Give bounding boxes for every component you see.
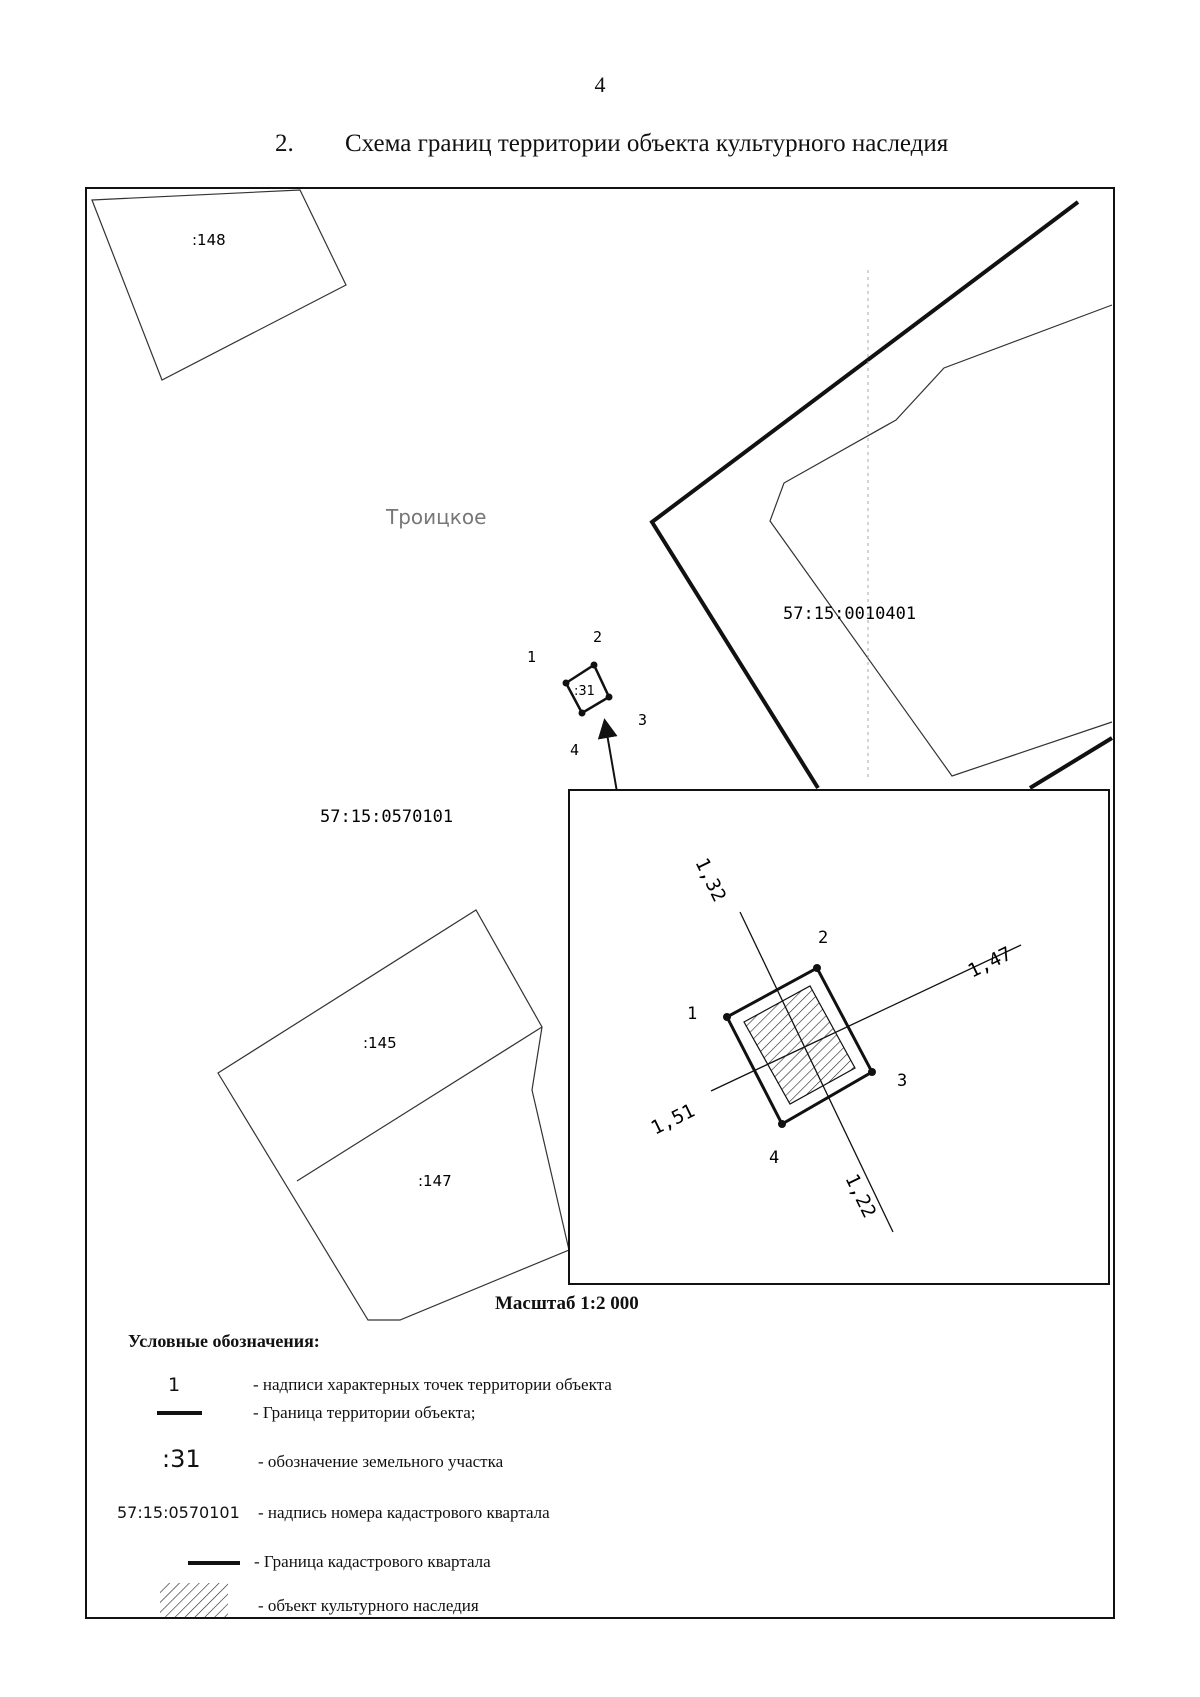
- parcel-148-label: :148: [192, 231, 226, 249]
- map-frame: [85, 187, 1115, 1619]
- legend-object-boundary-text: - Граница территории объекта;: [253, 1403, 476, 1422]
- inset-heritage-object: [743, 985, 856, 1105]
- inset-frame: [568, 789, 1110, 1285]
- inset-point-4-marker: [778, 1120, 786, 1128]
- point-1-label: 1: [527, 648, 536, 666]
- inset-point-1-label: 1: [687, 1004, 697, 1024]
- inset-point-1-marker: [723, 1013, 731, 1021]
- legend-parcel-symbol: :31: [162, 1445, 201, 1473]
- page-number: 4: [594, 72, 606, 97]
- legend-title: Условные обозначения:: [128, 1331, 320, 1351]
- quarter-boundary-lower: [1028, 736, 1114, 790]
- inset-point-2-marker: [813, 964, 821, 972]
- inset-point-3-marker: [868, 1068, 876, 1076]
- parcel-145-147-divider: [296, 1026, 543, 1182]
- object-31-label: :31: [574, 684, 595, 699]
- point-3-marker: [605, 693, 613, 701]
- inset-axis-b: [710, 944, 1022, 1092]
- point-2-marker: [590, 661, 598, 669]
- heading-number: 2.: [275, 130, 294, 157]
- map-scale: Масштаб 1:2 000: [495, 1293, 639, 1314]
- legend-point-text: - надписи характерных точек территории о…: [253, 1375, 612, 1394]
- inset-point-3-label: 3: [897, 1071, 907, 1091]
- parcel-148-boundary: [91, 189, 347, 381]
- legend-quarter-boundary-text: - Граница кадастрового квартала: [254, 1552, 491, 1571]
- parcel-145-147-boundary: [217, 909, 570, 1321]
- quarter-inner-boundary: [769, 304, 1113, 777]
- legend-point-symbol: 1: [168, 1374, 181, 1396]
- legend-heritage-symbol: [160, 1583, 228, 1618]
- inset-point-4-label: 4: [769, 1148, 779, 1168]
- legend-quarter-symbol: 57:15:0570101: [117, 1503, 240, 1522]
- quarter-label-main: 57:15:0570101: [320, 807, 453, 827]
- place-name: Троицкое: [385, 505, 486, 529]
- page-title: 2. Схема границ территории объекта культу…: [275, 130, 948, 158]
- legend-parcel-text: - обозначение земельного участка: [258, 1452, 504, 1471]
- inset-arrow: [597, 718, 618, 793]
- quarter-label-other: 57:15:0010401: [783, 604, 916, 624]
- point-2-label: 2: [593, 628, 602, 646]
- point-3-label: 3: [638, 711, 647, 729]
- point-1-marker: [562, 679, 570, 687]
- quarter-boundary: [649, 200, 1080, 790]
- legend-quarter-text: - надпись номера кадастрового квартала: [258, 1503, 550, 1522]
- parcel-147-label: :147: [418, 1172, 452, 1190]
- parcel-145-label: :145: [363, 1034, 397, 1052]
- point-4-marker: [578, 709, 586, 717]
- heading-text: Схема границ территории объекта культурн…: [345, 130, 949, 157]
- point-4-label: 4: [570, 741, 579, 759]
- legend-heritage-text: - объект культурного наследия: [258, 1596, 479, 1615]
- inset-point-2-label: 2: [818, 928, 828, 948]
